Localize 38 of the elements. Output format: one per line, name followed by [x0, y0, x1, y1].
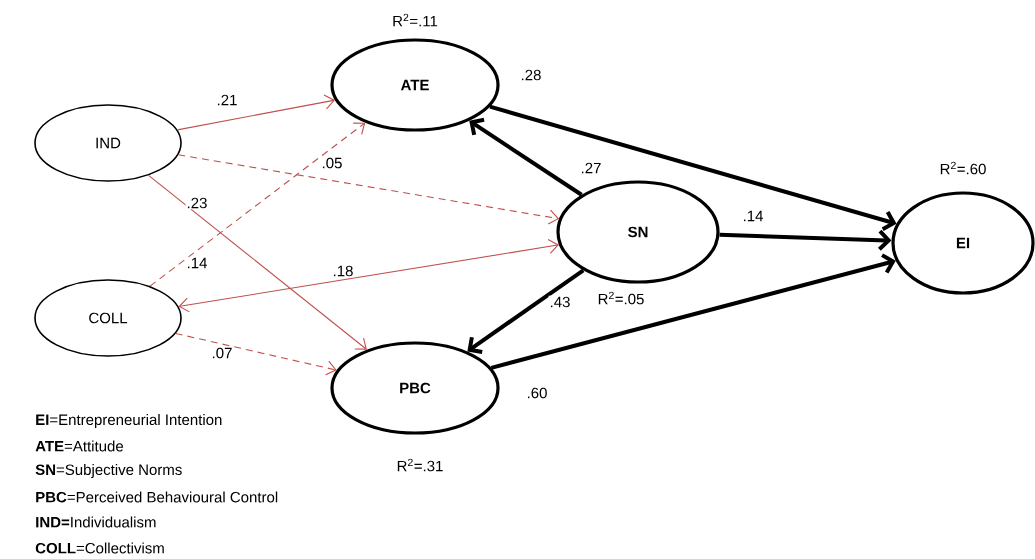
edge-label: .28 — [519, 68, 543, 82]
r-squared-label: R$^{2}$=.11 — [393, 13, 438, 27]
edge-label: .23 — [185, 196, 209, 210]
arrow — [467, 268, 585, 354]
arrow — [176, 94, 335, 131]
r-squared-label: R$^{2}$=.60 — [940, 161, 986, 175]
legend-text: ATE=Attitude — [35, 440, 124, 452]
ellipse-node: SN — [556, 180, 720, 284]
arrow — [175, 332, 337, 376]
ellipse-node: EI — [891, 191, 1035, 295]
legend-text: PBC=Perceived Behavioural Control — [36, 491, 278, 503]
edge-label: .18 — [331, 264, 355, 278]
arrow — [489, 104, 897, 231]
edge-label: .07 — [210, 346, 234, 360]
legend-text: SN=Subjective Norms — [35, 464, 182, 478]
arrow — [490, 253, 896, 370]
ellipse-node: ATE — [330, 38, 500, 132]
edge-label: .27 — [579, 161, 603, 175]
arrow — [719, 229, 892, 251]
edge-label: .21 — [215, 93, 239, 107]
arrow — [469, 117, 583, 197]
edge-label: .43 — [548, 295, 572, 309]
r-squared-label: R$^{2}$=.05 — [598, 291, 644, 305]
arrow — [149, 122, 366, 287]
ellipse-node: PBC — [330, 341, 500, 435]
legend-text: COLL=Collectivism — [35, 542, 164, 554]
r-squared-label: R$^{2}$=.31 — [397, 458, 443, 472]
edge-label: .14 — [185, 256, 209, 270]
arrow — [178, 238, 559, 313]
ellipse-node: IND — [34, 104, 182, 182]
edge-label: .60 — [525, 386, 549, 400]
legend-text: EI=Entrepreneurial Intention — [36, 414, 222, 428]
legend-text: IND=Individualism — [36, 516, 156, 528]
edge-label: .14 — [741, 209, 765, 223]
edge-label: .05 — [320, 156, 344, 170]
arrow — [148, 174, 367, 350]
ellipse-node: COLL — [34, 279, 182, 357]
arrow — [177, 154, 560, 225]
